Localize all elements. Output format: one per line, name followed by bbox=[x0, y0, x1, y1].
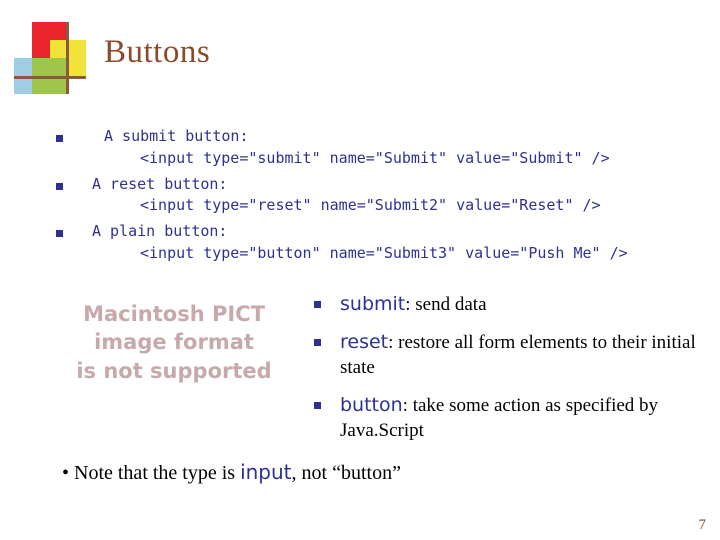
bullet-square-icon bbox=[314, 301, 321, 308]
note-suffix: , not “button” bbox=[291, 462, 401, 484]
list-item: reset: restore all form elements to thei… bbox=[306, 330, 716, 380]
bullet-square-icon bbox=[56, 182, 63, 190]
code-item-code: <input type="submit" name="Submit" value… bbox=[140, 148, 610, 167]
code-item-label: A submit button: bbox=[104, 127, 249, 145]
note-line: • Note that the type is input, not “butt… bbox=[62, 460, 401, 485]
list-item: submit: send data bbox=[306, 292, 716, 317]
bullet-square-icon bbox=[56, 135, 63, 142]
bullet-square-icon bbox=[56, 230, 63, 237]
list-item: A reset button: <input type="reset" name… bbox=[56, 174, 696, 218]
description-text: : send data bbox=[405, 294, 487, 315]
description-keyword: reset bbox=[340, 331, 389, 354]
description-text: : take some action as specified by Java.… bbox=[340, 395, 659, 442]
page-number: 7 bbox=[698, 517, 707, 533]
description-keyword: submit bbox=[340, 293, 406, 315]
code-item-code: <input type="reset" name="Submit2" value… bbox=[140, 196, 601, 215]
description-list: submit: send data reset: restore all for… bbox=[306, 292, 716, 456]
list-item: A plain button: <input type="button" nam… bbox=[56, 221, 696, 265]
bullet-square-icon bbox=[314, 339, 321, 347]
note-prefix: • Note that the type is bbox=[62, 462, 241, 484]
code-item-label: A plain button: bbox=[92, 222, 228, 240]
pict-placeholder: Macintosh PICT image format is not suppo… bbox=[40, 300, 308, 385]
pict-placeholder-line-3: is not supported bbox=[76, 358, 272, 383]
bullet-square-icon bbox=[314, 402, 321, 410]
logo-horizontal-bar bbox=[14, 76, 86, 79]
description-keyword: button bbox=[340, 394, 403, 417]
page-title: Buttons bbox=[104, 34, 211, 70]
list-item: A submit button: <input type="submit" na… bbox=[56, 126, 696, 170]
note-keyword: input bbox=[240, 460, 292, 484]
description-text: : restore all form elements to their ini… bbox=[340, 332, 696, 379]
pict-placeholder-line-2: image format bbox=[94, 330, 254, 355]
code-item-label: A reset button: bbox=[92, 174, 228, 193]
code-list: A submit button: <input type="submit" na… bbox=[56, 126, 696, 269]
decorative-logo bbox=[14, 22, 86, 94]
pict-placeholder-line-1: Macintosh PICT bbox=[83, 302, 265, 326]
logo-vertical-bar bbox=[66, 22, 69, 94]
list-item: button: take some action as specified by… bbox=[306, 393, 716, 443]
code-item-code: <input type="button" name="Submit3" valu… bbox=[140, 243, 628, 262]
